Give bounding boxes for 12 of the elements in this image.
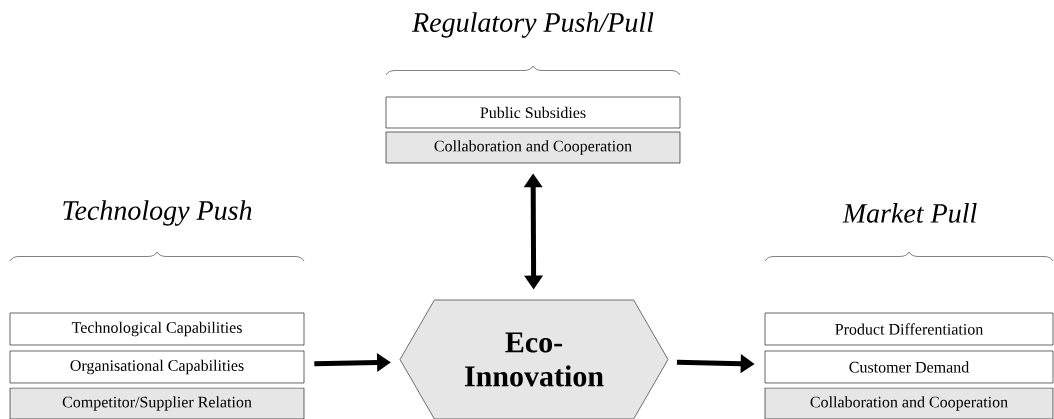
group-heading: Regulatory Push/Pull <box>411 12 654 38</box>
factor-box: Technological Capabilities <box>9 312 305 346</box>
factor-box: Organisational Capabilities <box>9 350 305 384</box>
factor-box: Product Differentiation <box>764 312 1054 346</box>
group-heading: Market Pull <box>842 203 977 223</box>
factor-box: Collaboration and Cooperation <box>764 387 1054 419</box>
group-heading: Technology Push <box>63 200 252 226</box>
factor-box: Collaboration and Cooperation <box>385 131 681 164</box>
factor-box: Public Subsidies <box>385 96 681 129</box>
hexagon: Eco-Innovation <box>399 299 669 419</box>
factor-box: Customer Demand <box>764 350 1054 384</box>
factor-box: Competitor/Supplier Relation <box>9 387 305 419</box>
